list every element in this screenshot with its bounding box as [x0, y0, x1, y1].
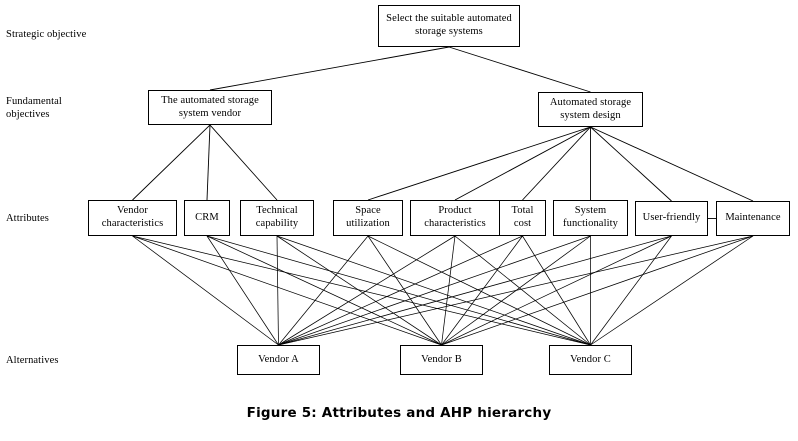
attribute-system-functionality[interactable]: System functionality	[553, 200, 628, 236]
attribute-vendor-characteristics-label: Vendor characteristics	[101, 205, 164, 229]
row-label-alternatives: Alternatives	[6, 355, 59, 366]
edge-vendor-characteristics-to-vendor-a	[132, 235, 279, 346]
edge-crm-to-vendor-b	[206, 235, 442, 346]
edge-goal-to-design-objective	[448, 46, 591, 93]
edge-user-friendly-to-vendor-c	[590, 235, 672, 346]
edge-design-objective-to-user-friendly	[590, 126, 672, 202]
vendor-objective-node-label: The automated storage system vendor	[161, 94, 259, 119]
edge-maintenance-to-vendor-c	[590, 235, 754, 346]
attribute-crm[interactable]: CRM	[184, 200, 230, 236]
alternative-vendor-b-label: Vendor B	[421, 353, 462, 365]
attribute-technical-capability-label: Technical capability	[255, 205, 299, 229]
attribute-technical-capability[interactable]: Technical capability	[240, 200, 314, 236]
edge-user-friendly-to-vendor-a	[278, 235, 672, 346]
attribute-total-cost[interactable]: Total cost	[499, 200, 546, 236]
edge-product-characteristics-to-vendor-b	[441, 235, 456, 346]
edge-crm-to-vendor-a	[206, 235, 279, 346]
edge-technical-capability-to-vendor-a	[276, 235, 279, 346]
goal-node-label: Select the suitable automated storage sy…	[386, 13, 512, 37]
attribute-total-cost-label: Total cost	[511, 205, 534, 229]
attribute-system-functionality-label: System functionality	[563, 205, 618, 229]
edge-design-objective-to-space-utilization	[367, 126, 591, 201]
row-label-strategic-objective: Strategic objective	[6, 29, 87, 40]
alternative-vendor-a[interactable]: Vendor A	[237, 345, 320, 375]
attribute-product-characteristics-label: Product characteristics	[424, 205, 486, 229]
edge-design-objective-to-total-cost	[522, 126, 591, 201]
edge-crm-to-vendor-c	[206, 235, 591, 346]
row-label-attributes: Attributes	[6, 213, 49, 224]
alternative-vendor-a-label: Vendor A	[258, 353, 299, 365]
edge-total-cost-to-vendor-b	[441, 235, 523, 346]
edge-total-cost-to-vendor-a	[278, 235, 523, 346]
edge-technical-capability-to-vendor-c	[276, 235, 591, 346]
edge-technical-capability-to-vendor-b	[276, 235, 442, 346]
vendor-objective-node[interactable]: The automated storage system vendor	[148, 90, 272, 125]
edge-vendor-objective-to-technical-capability	[209, 124, 278, 201]
edge-vendor-objective-to-vendor-characteristics	[132, 124, 211, 201]
alternative-vendor-c-label: Vendor C	[570, 353, 611, 365]
edge-system-functionality-to-vendor-a	[278, 235, 591, 346]
edge-vendor-characteristics-to-vendor-c	[132, 235, 591, 346]
attribute-product-characteristics[interactable]: Product characteristics	[410, 200, 500, 236]
edge-vendor-objective-to-crm	[206, 124, 211, 201]
attribute-maintenance[interactable]: Maintenance	[716, 201, 790, 236]
edge-maintenance-to-vendor-a	[278, 235, 754, 346]
edge-product-characteristics-to-vendor-c	[454, 235, 591, 346]
edge-total-cost-to-vendor-c	[522, 235, 591, 346]
attribute-vendor-characteristics[interactable]: Vendor characteristics	[88, 200, 177, 236]
attribute-user-friendly[interactable]: User-friendly	[635, 201, 708, 236]
attribute-space-utilization[interactable]: Space utilization	[333, 200, 403, 236]
alternative-vendor-b[interactable]: Vendor B	[400, 345, 483, 375]
edge-design-objective-to-product-characteristics	[454, 126, 591, 201]
figure-caption: Figure 5: Attributes and AHP hierarchy	[246, 405, 552, 421]
edge-space-utilization-to-vendor-a	[278, 235, 369, 346]
edge-space-utilization-to-vendor-b	[367, 235, 442, 346]
edge-vendor-characteristics-to-vendor-b	[132, 235, 442, 346]
attribute-maintenance-label: Maintenance	[725, 212, 781, 224]
edge-goal-to-vendor-objective	[209, 46, 450, 91]
design-objective-node[interactable]: Automated storage system design	[538, 92, 643, 127]
attribute-crm-label: CRM	[195, 211, 219, 223]
edge-maintenance-to-vendor-b	[441, 235, 754, 346]
row-label-fundamental-objectives: Fundamental objectives	[6, 96, 62, 121]
attribute-space-utilization-label: Space utilization	[346, 205, 390, 229]
edge-system-functionality-to-vendor-b	[441, 235, 591, 346]
design-objective-node-label: Automated storage system design	[549, 96, 632, 121]
attribute-user-friendly-label: User-friendly	[642, 212, 701, 224]
alternative-vendor-c[interactable]: Vendor C	[549, 345, 632, 375]
edge-design-objective-to-maintenance	[590, 126, 754, 202]
goal-node[interactable]: Select the suitable automated storage sy…	[378, 5, 520, 47]
edge-space-utilization-to-vendor-c	[367, 235, 591, 346]
edge-product-characteristics-to-vendor-a	[278, 235, 456, 346]
edge-user-friendly-to-vendor-b	[441, 235, 672, 346]
